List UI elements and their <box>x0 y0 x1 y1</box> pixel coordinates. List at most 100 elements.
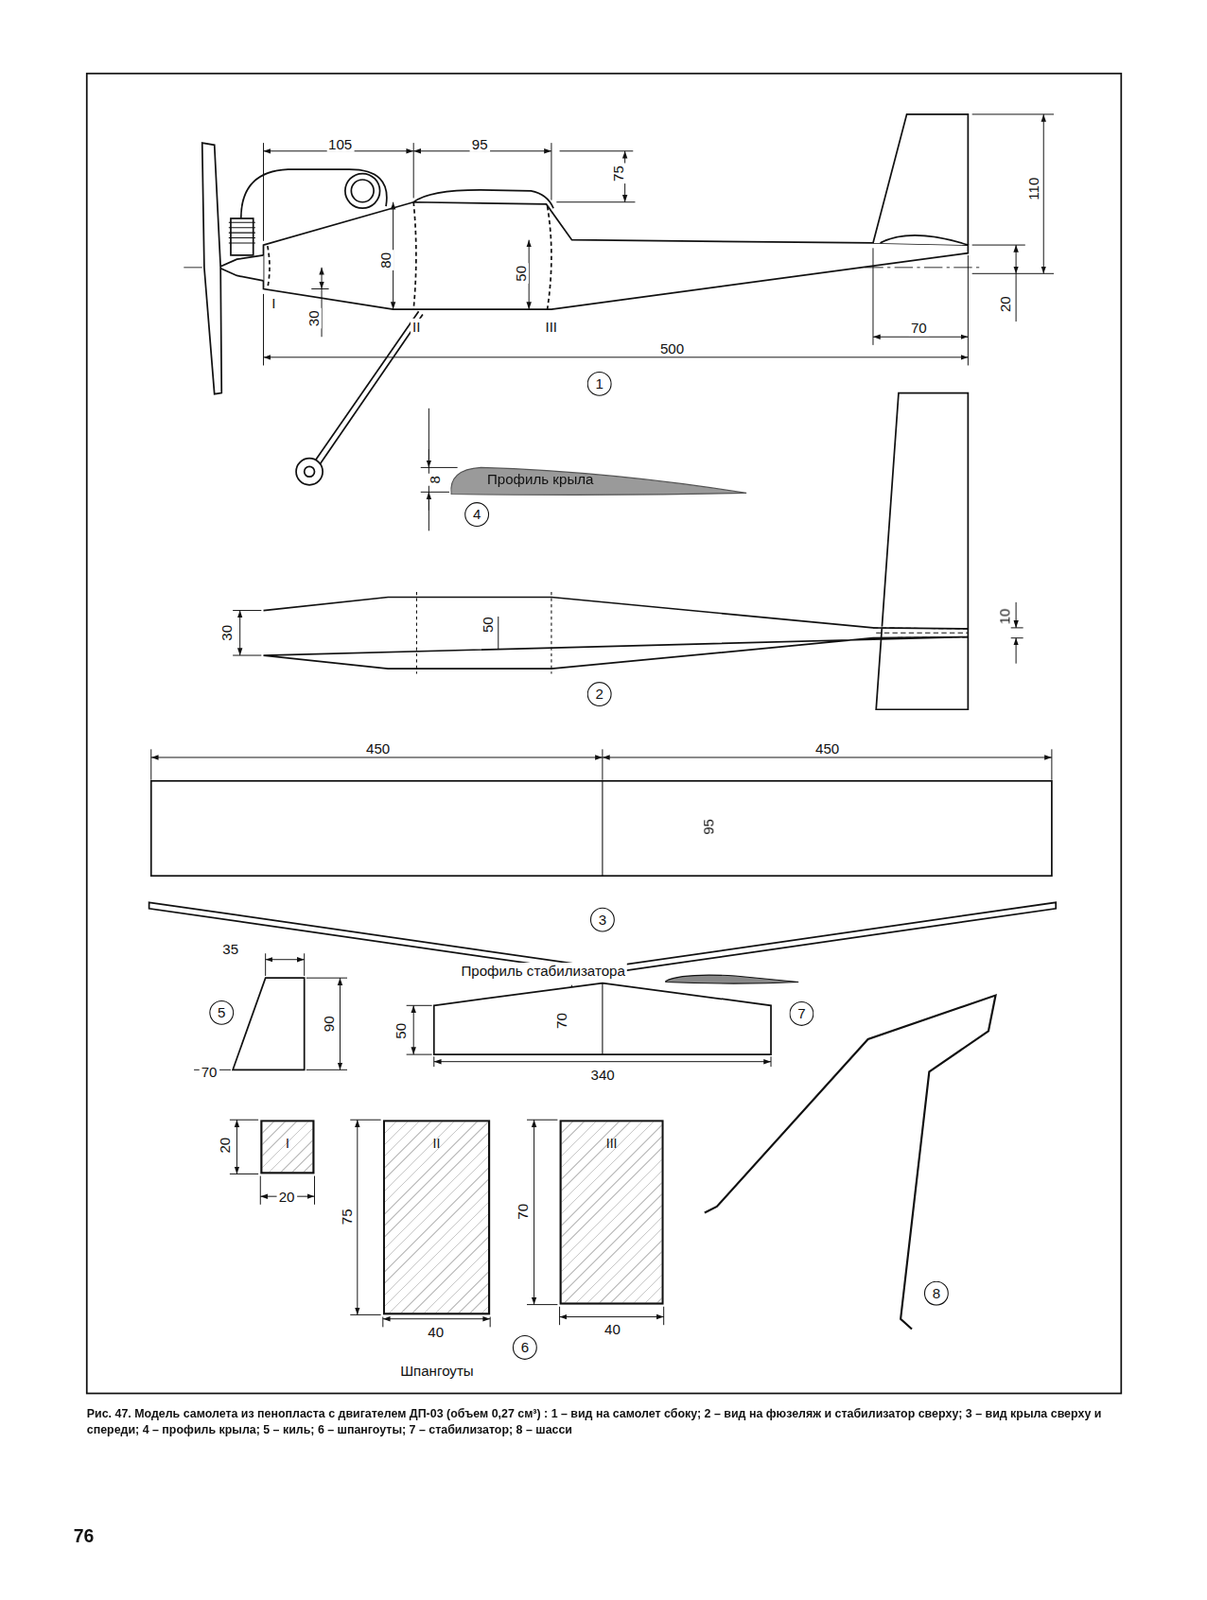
wheel <box>296 458 323 486</box>
dimension-label: 8 <box>426 473 443 487</box>
tail-parts <box>232 975 996 1330</box>
dimension-lines <box>602 756 1052 758</box>
dimension-lines <box>263 356 969 358</box>
dimension-label: I <box>269 295 279 312</box>
figure-caption: Рис. 47. Модель самолета из пенопласта с… <box>87 1407 1129 1438</box>
callout-number: 6 <box>512 1335 538 1361</box>
callout-text: 3 <box>598 911 607 928</box>
fuselage-side <box>263 202 969 310</box>
fin <box>232 978 305 1070</box>
wing-profile: Профиль крыла <box>448 461 749 499</box>
dimension-lines <box>533 1119 535 1305</box>
fin-side <box>873 114 968 245</box>
dimension-lines <box>428 491 430 510</box>
landing-gear-wire <box>704 996 997 1330</box>
bulkhead-number: III <box>606 1136 618 1152</box>
dimension-label: 30 <box>305 308 322 329</box>
propeller <box>202 142 223 395</box>
dimension-lines <box>356 1119 358 1315</box>
sheet-frame <box>87 73 1122 1395</box>
bulkhead-number: II <box>433 1136 441 1152</box>
bulkhead-number: I <box>285 1136 290 1152</box>
dimension-lines <box>236 1119 238 1174</box>
dimension-lines <box>1015 602 1017 629</box>
dimension-lines <box>151 114 1054 1328</box>
dimension-label: 40 <box>425 1324 446 1341</box>
wing-view <box>601 781 603 876</box>
bulkhead: III <box>559 1119 665 1305</box>
dimension-lines <box>1015 273 1017 322</box>
landing-gear <box>312 311 423 468</box>
dimension-label: 70 <box>199 1064 220 1081</box>
dimension-label: 450 <box>813 740 842 757</box>
page-number: 76 <box>71 1528 97 1545</box>
callout-text: 2 <box>594 685 603 702</box>
bulkhead-line <box>416 592 551 674</box>
callout-number: 1 <box>587 371 613 397</box>
dimension-label: 20 <box>216 1136 233 1156</box>
dimension-lines <box>428 449 430 468</box>
callout-number: 3 <box>590 908 615 933</box>
dimension-lines <box>434 1061 771 1063</box>
dimension-label: 500 <box>658 339 687 356</box>
callout-number: 8 <box>924 1281 949 1307</box>
dimension-label: 70 <box>553 1011 570 1032</box>
profile-shape <box>451 467 747 495</box>
dimension-lines <box>229 1119 665 1328</box>
dimension-label: Профиль стабилизатора <box>458 962 628 980</box>
dimension-label: III <box>542 318 560 335</box>
fuel-line <box>241 169 387 219</box>
stabilizer <box>434 983 771 1056</box>
dimension-label: 70 <box>909 319 929 336</box>
stabilizer-profile <box>665 975 799 984</box>
callout-number: 2 <box>587 682 613 707</box>
dimension-lines <box>339 978 341 1070</box>
dimension-label: 105 <box>326 136 355 153</box>
dimension-label: 340 <box>588 1067 617 1084</box>
dimension-label: 40 <box>602 1321 623 1338</box>
dimension-label: 20 <box>277 1189 298 1206</box>
stabilizer-top <box>875 393 968 711</box>
callout-text: 7 <box>797 1005 805 1022</box>
callout-text: 8 <box>932 1285 941 1302</box>
dimension-label: 50 <box>512 263 529 284</box>
hidden-line <box>873 628 968 639</box>
bulkhead-line <box>547 206 552 310</box>
callout-number: 5 <box>209 1000 234 1026</box>
wing-plan <box>151 781 1052 876</box>
bulkhead: II <box>383 1119 490 1315</box>
callout-text: 6 <box>521 1339 529 1356</box>
dimension-label: 30 <box>218 623 235 644</box>
engine-fins <box>228 222 256 244</box>
bulkhead-line <box>413 202 417 310</box>
fuel-tank <box>350 179 374 203</box>
engine <box>230 218 254 256</box>
dimension-lines <box>1043 114 1045 274</box>
fuselage-top <box>263 597 969 670</box>
dimension-lines <box>383 1318 490 1320</box>
dimension-lines <box>420 408 458 532</box>
wing-view <box>149 781 1057 975</box>
dimension-label: Шпангоуты <box>398 1363 476 1380</box>
dimension-label: 10 <box>996 606 1013 627</box>
dimension-label: 90 <box>320 1014 337 1034</box>
canopy <box>413 190 554 209</box>
dimension-label: 50 <box>479 614 496 635</box>
callout-number: 7 <box>788 1001 814 1027</box>
top-view <box>263 393 969 711</box>
bulkhead: I <box>260 1119 315 1174</box>
callout-text: 5 <box>217 1004 226 1021</box>
dimension-lines <box>1015 638 1017 665</box>
spinner <box>218 255 263 281</box>
airplane-drawing <box>87 73 1122 1395</box>
dimension-lines <box>263 114 1055 367</box>
profile-label: Профиль крыла <box>487 471 595 488</box>
wheel <box>304 466 315 477</box>
dimension-label: 95 <box>699 817 717 838</box>
stabilizer-fillet <box>880 235 969 245</box>
dimension-lines <box>265 959 305 961</box>
dimension-lines <box>321 267 323 290</box>
